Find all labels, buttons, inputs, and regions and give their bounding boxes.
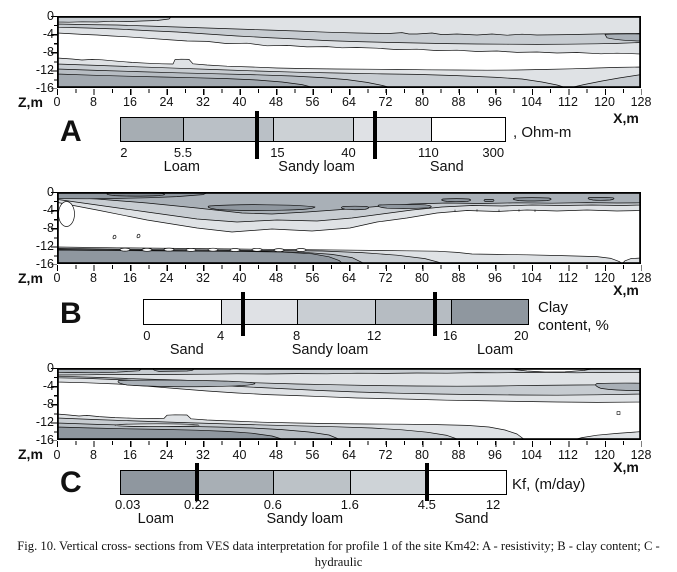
legend-value: 15 — [270, 145, 285, 160]
legend-value: 0.03 — [115, 497, 141, 512]
lithology-label: Sandy loam — [266, 511, 344, 527]
legend-segment — [220, 300, 297, 324]
legend-segment — [350, 471, 428, 494]
panel-b-contour-plot — [57, 192, 641, 264]
panel-c-contour-plot — [57, 368, 641, 440]
legend-segment — [430, 118, 506, 141]
legend-segment — [427, 471, 506, 494]
legend-segment — [374, 300, 451, 324]
panel-a-x-minor-ticks — [57, 89, 642, 93]
panel-c-z-axis-name: Z,m — [18, 446, 43, 462]
legend-value: 300 — [482, 145, 505, 160]
legend-segment — [273, 471, 351, 494]
panel-c-x-axis-name: X,m — [613, 459, 639, 475]
panel-c-legend-values: 0.03 0.22 0.6 1.6 4.5 12 — [115, 497, 505, 512]
panel-c-lithology-labels: Loam Sandy loam Sand — [120, 511, 505, 527]
panel-b-x-axis-name: X,m — [613, 282, 639, 298]
figure-caption: Fig. 10. Vertical cross- sections from V… — [0, 538, 677, 572]
legend-value: 0.22 — [183, 497, 210, 512]
panel-a-y-minor-ticks — [53, 16, 57, 89]
lithology-label: Loam — [476, 342, 514, 358]
panel-b-plot — [57, 192, 641, 264]
panel-a-lithology-boundary-marker — [373, 111, 377, 159]
legend-value: 4.5 — [417, 497, 436, 512]
panel-b-bead-lenses — [119, 247, 307, 252]
panel-b-legend-title-line1: Clay — [538, 299, 569, 316]
lithology-label: Loam — [137, 511, 174, 527]
panel-b-legend-bar — [143, 299, 529, 325]
panel-a-legend-title: , Ohm-m — [513, 124, 572, 141]
panel-b-x-minor-ticks — [57, 265, 642, 269]
panel-c-border — [57, 368, 641, 440]
panel-b-lithology-boundary-marker — [433, 292, 437, 336]
panel-c-lithology-boundary-marker — [195, 463, 199, 501]
panel-a-z-tick-labels: 0-4-8-12-16 — [35, 9, 54, 95]
legend-segment — [451, 300, 528, 324]
panel-b-contour-bands — [57, 192, 641, 264]
panel-b-letter: B — [60, 297, 82, 330]
panel-a-border — [57, 16, 641, 88]
panel-c-legend-bar — [120, 470, 507, 495]
panel-a-z-axis-name: Z,m — [18, 94, 43, 110]
lithology-label: Sand — [169, 342, 204, 358]
panel-b-z-tick-labels: 0-4-8-12-16 — [35, 185, 54, 271]
lithology-label: Sand — [454, 511, 489, 527]
panel-c-plot — [57, 368, 641, 440]
caption-line-1: Fig. 10. Vertical cross- sections from V… — [17, 539, 660, 570]
legend-value: 2 — [120, 145, 128, 160]
legend-value: 40 — [341, 145, 356, 160]
legend-value: 4 — [216, 328, 225, 343]
legend-value: 0 — [143, 328, 151, 343]
legend-value: 1.6 — [340, 497, 359, 512]
legend-segment — [196, 471, 274, 494]
panel-a-contour-plot — [57, 16, 641, 88]
panel-c-legend-title: Kf, (m/day) — [512, 476, 586, 493]
panel-a-plot — [57, 16, 641, 88]
panel-b-legend-values: 0 4 8 12 16 20 — [143, 328, 529, 343]
panel-b-border — [57, 192, 641, 264]
legend-segment — [297, 300, 375, 324]
panel-a-contour-bands — [57, 16, 641, 88]
legend-value: 12 — [485, 497, 501, 512]
panel-c-letter: C — [60, 466, 82, 499]
panel-c-y-minor-ticks — [53, 368, 57, 441]
lithology-label: Sandy loam — [291, 342, 369, 358]
legend-value: 110 — [417, 145, 439, 160]
panel-c-z-tick-labels: 0-4-8-12-16 — [35, 361, 54, 447]
legend-value: 5.5 — [173, 145, 193, 160]
panel-a-lithology-labels: Loam Sandy loam Sand — [120, 159, 504, 175]
legend-value: 12 — [366, 328, 382, 343]
panel-a-legend-values: 2 5.5 15 40 110 300 — [120, 145, 505, 160]
lithology-label: Sandy loam — [278, 159, 355, 175]
legend-segment — [121, 118, 184, 141]
legend-segment — [352, 118, 431, 141]
panel-a-letter: A — [60, 115, 82, 148]
panel-a-x-axis-name: X,m — [613, 110, 639, 126]
legend-value: 8 — [292, 328, 301, 343]
legend-segment — [121, 471, 197, 494]
panel-b-z-axis-name: Z,m — [18, 270, 43, 286]
legend-value: 16 — [442, 328, 458, 343]
panel-a-lithology-boundary-marker — [255, 111, 259, 159]
panel-a-legend-bar — [120, 117, 506, 142]
panel-c-x-minor-ticks — [57, 441, 642, 445]
panel-c-lithology-boundary-marker — [425, 463, 429, 501]
legend-value: 0.6 — [263, 497, 282, 512]
legend-segment — [144, 300, 221, 324]
legend-value: 20 — [514, 328, 529, 343]
legend-segment — [273, 118, 353, 141]
lithology-label: Loam — [163, 159, 200, 175]
panel-b-legend-title-line2: content, % — [538, 317, 609, 334]
panel-c-contour-bands — [57, 368, 641, 440]
panel-b-y-minor-ticks — [53, 192, 57, 265]
lithology-label: Sand — [429, 159, 464, 175]
panel-b-lithology-boundary-marker — [241, 292, 245, 336]
panel-b-lithology-labels: Sand Sandy loam Loam — [143, 342, 527, 358]
legend-segment — [183, 118, 274, 141]
